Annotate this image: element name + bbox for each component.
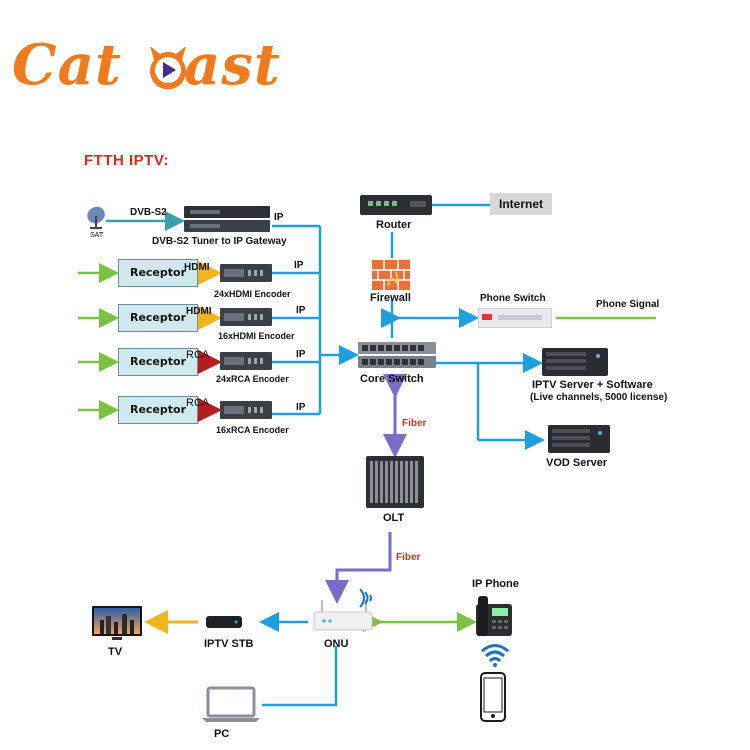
encoder-label-1: 24xHDMI Encoder bbox=[214, 289, 291, 299]
fiber-line-2 bbox=[325, 532, 392, 604]
firewall-icon bbox=[372, 260, 410, 290]
wifi-icon bbox=[481, 644, 509, 667]
hdmi-label-1: HDMI bbox=[184, 262, 210, 273]
fiber-label-2: Fiber bbox=[396, 552, 421, 563]
receptor-box-1: Receptor bbox=[118, 259, 198, 287]
ip-label-1: IP bbox=[294, 260, 304, 271]
phone-switch-device bbox=[478, 308, 552, 328]
rca-label-2: RCA bbox=[186, 397, 210, 409]
internet-box: Internet bbox=[490, 193, 552, 215]
firewall-label: Firewall bbox=[370, 292, 411, 304]
core-switch-device bbox=[358, 342, 436, 368]
dvbs2-gateway-device bbox=[184, 206, 270, 232]
ip-phone-label: IP Phone bbox=[472, 578, 519, 590]
smartphone-icon bbox=[480, 672, 506, 722]
sat-label: SAT bbox=[90, 232, 104, 239]
iptv-server-label: IPTV Server + Software bbox=[532, 379, 653, 391]
gateway-label: DVB-S2 Tuner to IP Gateway bbox=[152, 236, 287, 247]
vod-server-device bbox=[548, 425, 610, 453]
rca-label-1: RCA bbox=[186, 349, 210, 361]
logo-text-ast: ast bbox=[184, 32, 281, 98]
onu-label: ONU bbox=[324, 638, 349, 650]
ip-label-gateway: IP bbox=[274, 212, 284, 223]
encoder-label-3: 24xRCA Encoder bbox=[216, 374, 289, 384]
satellite-dish-icon bbox=[87, 206, 105, 229]
fiber-label-1: Fiber bbox=[402, 418, 427, 429]
onu-to-pc-line bbox=[262, 646, 338, 707]
catcast-logo: Cat ast bbox=[12, 30, 312, 100]
cat-head-play-icon bbox=[150, 46, 186, 90]
router-label: Router bbox=[376, 219, 412, 231]
receptor-box-3: Receptor bbox=[118, 348, 198, 376]
pc-laptop-icon bbox=[202, 686, 260, 722]
ip-label-4: IP bbox=[296, 402, 306, 413]
encoder-label-4: 16xRCA Encoder bbox=[216, 425, 289, 435]
olt-chassis-device bbox=[366, 456, 424, 508]
iptv-server-device bbox=[542, 348, 608, 376]
encoder-device-2 bbox=[220, 308, 272, 326]
stb-label: IPTV STB bbox=[204, 638, 254, 650]
tv-device bbox=[92, 606, 142, 640]
iptv-server-sublabel: (Live channels, 5000 license) bbox=[530, 392, 668, 403]
logo-text-cat: Cat bbox=[12, 32, 122, 98]
diagram-heading: FTTH IPTV: bbox=[84, 152, 169, 169]
router-device bbox=[360, 195, 432, 215]
phone-signal-label: Phone Signal bbox=[596, 299, 660, 310]
hdmi-label-2: HDMI bbox=[186, 306, 212, 317]
encoder-label-2: 16xHDMI Encoder bbox=[218, 331, 295, 341]
iptv-stb-device bbox=[206, 616, 242, 628]
phone-switch-label: Phone Switch bbox=[480, 293, 546, 304]
encoder-device-4 bbox=[220, 401, 272, 419]
pc-label: PC bbox=[214, 728, 230, 740]
wifi-signal-icon bbox=[359, 588, 372, 608]
ip-label-2: IP bbox=[296, 305, 306, 316]
dvbs2-label: DVB-S2 bbox=[130, 207, 167, 218]
ip-phone-device bbox=[476, 596, 512, 636]
olt-label: OLT bbox=[383, 512, 405, 524]
vod-server-label: VOD Server bbox=[546, 457, 608, 469]
tv-label: TV bbox=[108, 646, 123, 658]
core-switch-label: Core Switch bbox=[360, 373, 424, 385]
receptor-box-2: Receptor bbox=[118, 304, 198, 332]
onu-device bbox=[313, 600, 373, 631]
encoder-device-1 bbox=[220, 264, 272, 282]
receptor-box-4: Receptor bbox=[118, 396, 198, 424]
ip-label-3: IP bbox=[296, 349, 306, 360]
encoder-device-3 bbox=[220, 352, 272, 370]
